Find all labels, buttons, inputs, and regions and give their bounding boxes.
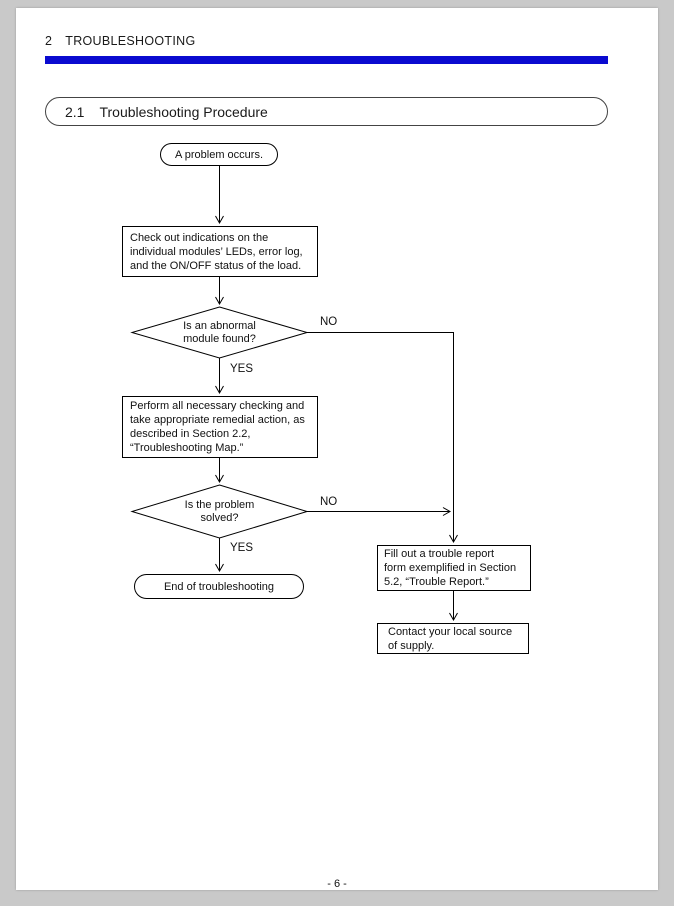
problem-solved-diamond (130, 484, 309, 539)
flowchart-connectors (130, 165, 458, 622)
check-indications-step: Check out indications on the individual … (122, 226, 318, 277)
end-terminator: End of troubleshooting (134, 574, 304, 599)
page-number: - 6 - (327, 878, 347, 890)
header-rule (45, 56, 608, 64)
chapter-title: TROUBLESHOOTING (65, 34, 196, 48)
abnormal-module-diamond (130, 306, 309, 359)
problem-solved-decision-label: Is the problem solved? (184, 498, 255, 524)
flowchart: A problem occurs. Check out indications … (16, 8, 658, 890)
no-label-2: NO (318, 496, 340, 508)
chapter-number: 2 (45, 34, 53, 48)
section-title: Troubleshooting Procedure (99, 103, 268, 120)
yes-label-1: YES (228, 363, 256, 375)
section-number: 2.1 (65, 103, 85, 120)
no-label-1: NO (318, 316, 340, 328)
section-heading-box: 2.1 Troubleshooting Procedure (45, 97, 608, 126)
abnormal-module-decision-label: Is an abnormal module found? (183, 319, 256, 345)
connector-no1 (307, 332, 458, 544)
perform-checking-step: Perform all necessary checking and take … (122, 396, 318, 458)
chapter-heading: 2 TROUBLESHOOTING (45, 34, 195, 48)
start-terminator: A problem occurs. (160, 143, 278, 166)
contact-supply-step: Contact your local source of supply. (377, 623, 529, 654)
yes-label-2: YES (228, 542, 256, 554)
trouble-report-step: Fill out a trouble report form exemplifi… (377, 545, 531, 591)
document-page: 2 TROUBLESHOOTING 2.1 Troubleshooting Proc… (16, 8, 658, 890)
